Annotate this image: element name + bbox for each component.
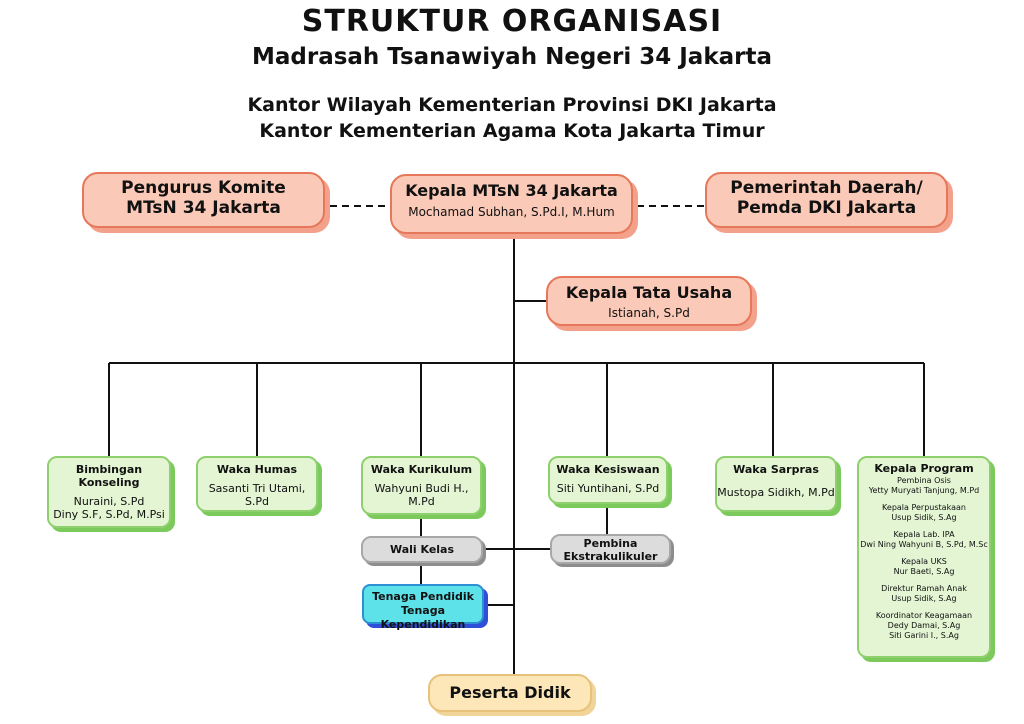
program-person: Usup Sidik, S.Ag: [891, 513, 957, 522]
program-section-osis: Pembina Osis Yetty Muryati Tanjung, M.Pd: [859, 476, 989, 496]
office-line-1: Kantor Wilayah Kementerian Provinsi DKI …: [247, 94, 777, 116]
program-role: Kepala UKS: [901, 557, 947, 566]
kepala-madrasah-box: Kepala MTsN 34 Jakarta Mochamad Subhan, …: [390, 174, 633, 234]
program-person: Siti Garini I., S.Ag: [889, 631, 959, 640]
program-section-lab-ipa: Kepala Lab. IPA Dwi Ning Wahyuni B, S.Pd…: [859, 530, 989, 550]
program-role: Pembina Osis: [897, 476, 951, 485]
peserta-didik-label: Peserta Didik: [449, 683, 571, 702]
program-person: Dwi Ning Wahyuni B, S.Pd, M.Sc: [860, 540, 988, 549]
kurikulum-name-2: M.Pd: [408, 495, 435, 508]
office-line-2: Kantor Kementerian Agama Kota Jakarta Ti…: [259, 120, 765, 142]
kesiswaan-name: Siti Yuntihani, S.Pd: [556, 482, 660, 495]
pemda-box: Pemerintah Daerah/ Pemda DKI Jakarta: [705, 172, 948, 228]
tata-usaha-title: Kepala Tata Usaha: [565, 283, 733, 302]
kurikulum-name-1: Wahyuni Budi H.,: [374, 482, 469, 495]
sarpras-name: Mustopa Sidikh, M.Pd: [717, 486, 835, 499]
kurikulum-box: Waka Kurikulum Wahyuni Budi H., M.Pd: [361, 456, 482, 515]
tenaga-line-2: Tenaga Kependidikan: [380, 604, 466, 631]
peserta-didik-box: Peserta Didik: [428, 674, 592, 712]
bk-box: Bimbingan Konseling Nuraini, S.Pd Diny S…: [47, 456, 171, 528]
bk-name-2: Diny S.F, S.Pd, M.Psi: [53, 508, 165, 521]
tenaga-box: Tenaga Pendidik Tenaga Kependidikan: [362, 584, 484, 631]
program-section-ramah-anak: Direktur Ramah Anak Usup Sidik, S.Ag: [859, 584, 989, 604]
ekstrakurikuler-box: Pembina Ekstrakulikuler: [550, 534, 671, 564]
kepala-madrasah-name: Mochamad Subhan, S.Pd.I, M.Hum: [408, 205, 615, 219]
bk-name-1: Nuraini, S.Pd: [73, 495, 145, 508]
program-person: Yetty Muryati Tanjung, M.Pd: [868, 486, 980, 495]
humas-title: Waka Humas: [216, 463, 298, 476]
sarpras-box: Waka Sarpras Mustopa Sidikh, M.Pd: [715, 456, 837, 512]
program-title: Kepala Program: [874, 462, 974, 475]
kepala-madrasah-title: Kepala MTsN 34 Jakarta: [405, 181, 618, 200]
program-person: Nur Baeti, S.Ag: [893, 567, 955, 576]
school-name: Madrasah Tsanawiyah Negeri 34 Jakarta: [251, 44, 772, 70]
ekstra-line-1: Pembina: [583, 537, 638, 550]
tenaga-line-1: Tenaga Pendidik: [372, 590, 474, 603]
komite-box: Pengurus Komite MTsN 34 Jakarta: [82, 172, 325, 228]
chart-title: STRUKTUR ORGANISASI: [301, 4, 723, 39]
komite-line-1: Pengurus Komite: [121, 178, 286, 198]
sarpras-title: Waka Sarpras: [733, 463, 819, 476]
kurikulum-title: Waka Kurikulum: [370, 463, 473, 476]
wali-kelas-box: Wali Kelas: [361, 536, 483, 563]
program-person: Usup Sidik, S.Ag: [891, 594, 957, 603]
tata-usaha-box: Kepala Tata Usaha Istianah, S.Pd: [546, 276, 752, 326]
tata-usaha-name: Istianah, S.Pd: [608, 306, 690, 320]
program-section-uks: Kepala UKS Nur Baeti, S.Ag: [859, 557, 989, 577]
program-person: Dedy Damai, S.Ag: [887, 621, 961, 630]
wali-kelas-label: Wali Kelas: [389, 543, 455, 556]
program-section-perpustakaan: Kepala Perpustakaan Usup Sidik, S.Ag: [859, 503, 989, 523]
program-role: Koordinator Keagamaan: [875, 611, 973, 620]
komite-line-2: MTsN 34 Jakarta: [126, 198, 281, 218]
bk-title: Bimbingan Konseling: [75, 463, 143, 489]
humas-name-2: S.Pd: [244, 495, 270, 508]
program-role: Kepala Lab. IPA: [893, 530, 955, 539]
pemda-line-2: Pemda DKI Jakarta: [736, 198, 917, 218]
ekstra-line-2: Ekstrakulikuler: [563, 550, 658, 563]
program-role: Direktur Ramah Anak: [881, 584, 967, 593]
kesiswaan-title: Waka Kesiswaan: [556, 463, 660, 476]
humas-name-1: Sasanti Tri Utami,: [208, 482, 306, 495]
pemda-line-1: Pemerintah Daerah/: [730, 178, 923, 198]
humas-box: Waka Humas Sasanti Tri Utami, S.Pd: [196, 456, 318, 512]
kesiswaan-box: Waka Kesiswaan Siti Yuntihani, S.Pd: [548, 456, 668, 504]
program-section-keagamaan: Koordinator Keagamaan Dedy Damai, S.Ag S…: [859, 611, 989, 641]
program-role: Kepala Perpustakaan: [882, 503, 966, 512]
program-box: Kepala Program Pembina Osis Yetty Muryat…: [857, 456, 991, 658]
